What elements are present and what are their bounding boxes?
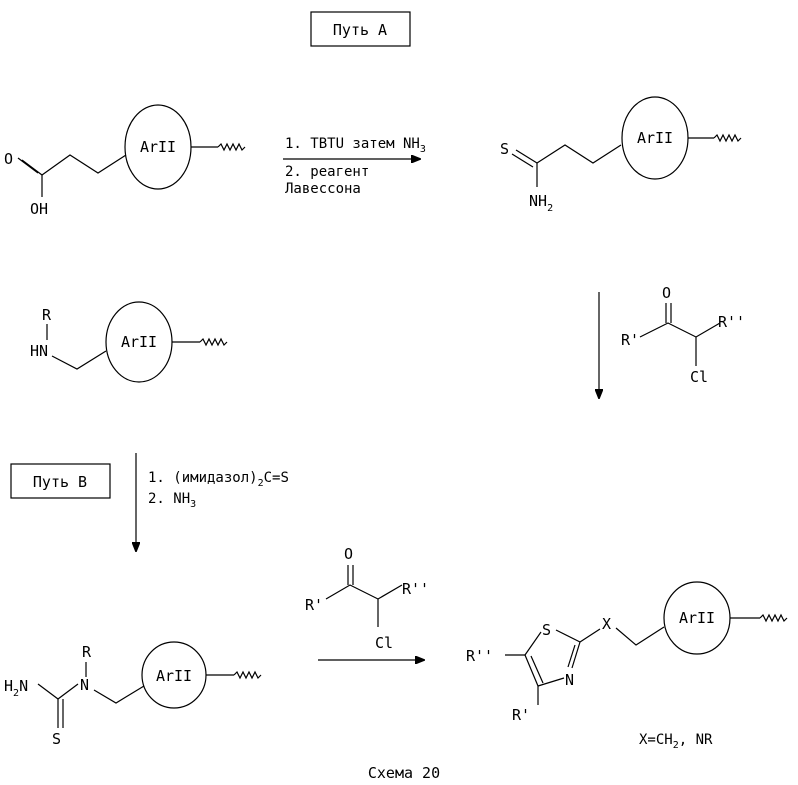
chloroketone-reagent-bottom: O R' R'' Cl: [305, 545, 429, 652]
acid-wavy-bond: [218, 144, 245, 150]
thiazole-x: X: [602, 615, 611, 633]
chloroketone-top-oxygen: O: [662, 284, 671, 302]
thioamide-ring-label: ArII: [637, 129, 673, 147]
thiourea-molecule: H2N S N R ArII: [4, 642, 261, 748]
route-a-label: Путь А: [333, 21, 387, 39]
chloroketone-top-cl: Cl: [690, 368, 708, 386]
thiazole-product: S N R'' R' X ArII: [466, 582, 787, 724]
route-b-box: Путь В: [11, 464, 110, 498]
thiourea-wavy-bond: [234, 672, 261, 678]
acid-ring-label: ArII: [140, 138, 176, 156]
x-definition: X=CH2, NR: [639, 732, 713, 751]
thiazole-n: N: [565, 671, 574, 689]
thiazole-r-prime: R': [512, 706, 530, 724]
thiourea-h2n: H2N: [4, 677, 28, 699]
thioamide-nh2: NH2: [529, 192, 553, 214]
thiourea-r: R: [82, 643, 92, 661]
step-a-line1: 1. TBTU затем NH3: [285, 136, 426, 155]
amine-wavy-bond: [200, 339, 227, 345]
step-a-line2: 2. реагент: [285, 164, 369, 180]
chloroketone-bottom-cl: Cl: [375, 634, 393, 652]
thiazole-ring-label: ArII: [679, 609, 715, 627]
scheme-caption: Схема 20: [368, 764, 440, 782]
chloroketone-top-r-double-prime: R'': [718, 313, 745, 331]
thiourea-n: N: [80, 676, 89, 694]
thiourea-sulfur: S: [52, 730, 61, 748]
thiourea-ring-label: ArII: [156, 667, 192, 685]
route-a-box: Путь А: [311, 12, 410, 46]
thioamide-molecule: S NH2 ArII: [500, 97, 741, 214]
amine-r: R: [42, 306, 52, 324]
amine-molecule: R HN ArII: [30, 302, 227, 382]
step-b-line1: 1. (имидазол)2C=S: [148, 470, 289, 489]
thioamide-wavy-bond: [714, 135, 741, 141]
chloroketone-top-r-prime: R': [621, 331, 639, 349]
amine-ring-label: ArII: [121, 333, 157, 351]
chloroketone-bottom-r-prime: R': [305, 596, 323, 614]
thiazole-sulfur: S: [542, 621, 551, 639]
chloroketone-bottom-oxygen: O: [344, 545, 353, 563]
chloroketone-bottom-r-double-prime: R'': [402, 580, 429, 598]
acid-oxygen: O: [4, 150, 13, 168]
step-a-arrow: 1. TBTU затем NH3 2. реагент Лавессона: [283, 136, 426, 197]
chloroketone-reagent-top: O R' R'' Cl: [621, 284, 745, 386]
thiazole-wavy-bond: [760, 615, 787, 621]
acid-molecule: O OH ArII: [4, 105, 245, 218]
route-b-label: Путь В: [33, 473, 87, 491]
step-b-line2: 2. NH3: [148, 491, 196, 510]
thioamide-sulfur: S: [500, 140, 509, 158]
acid-hydroxyl: OH: [30, 200, 48, 218]
amine-hn: HN: [30, 342, 48, 360]
step-a-line3: Лавессона: [285, 181, 361, 197]
thiazole-r-double-prime: R'': [466, 647, 493, 665]
